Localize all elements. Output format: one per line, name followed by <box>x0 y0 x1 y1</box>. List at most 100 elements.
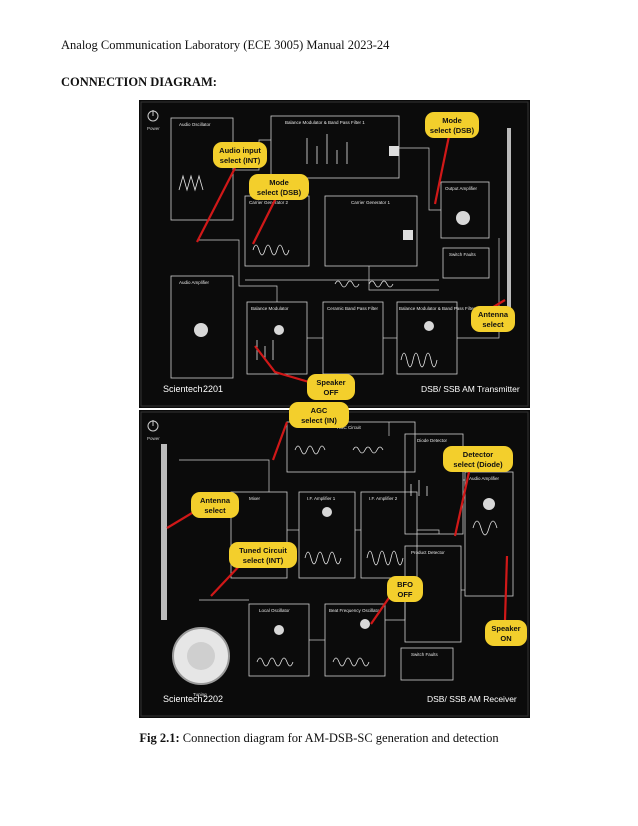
running-header: Analog Communication Laboratory (ECE 300… <box>61 38 390 52</box>
callout-antenna-tx: Antenna select <box>471 306 515 332</box>
callout-speaker-off: Speaker OFF <box>307 374 355 400</box>
svg-text:Speaker: Speaker <box>491 624 520 633</box>
rx-antenna-rod <box>161 444 167 620</box>
tx-balance-modulator-1-label: Balance Modulator & Band Pass Filter 1 <box>285 120 365 125</box>
svg-text:Antenna: Antenna <box>478 310 509 319</box>
tx-audio-waveform <box>178 174 204 192</box>
svg-text:Detector: Detector <box>463 450 494 459</box>
callout-detector: Detector select (Diode) <box>443 446 513 472</box>
figure-caption: Fig 2.1: Connection diagram for AM-DSB-S… <box>0 731 638 746</box>
rx-diode-detector-label: Diode Detector <box>417 438 448 443</box>
figure-caption-text: Connection diagram for AM-DSB-SC generat… <box>179 731 499 745</box>
rx-if-amp-2-block <box>360 491 418 579</box>
tx-balance-modulator-label: Balance Modulator <box>251 306 289 311</box>
tx-ssb-waveform <box>400 352 438 368</box>
svg-text:Speaker: Speaker <box>316 378 345 387</box>
transmitter-panel: Power Audio Oscillator Balance Modulator… <box>139 100 530 408</box>
svg-text:select: select <box>204 506 226 515</box>
figure-caption-label: Fig 2.1: <box>139 731 180 745</box>
tx-antenna-rod <box>507 128 511 318</box>
svg-text:Antenna: Antenna <box>200 496 231 505</box>
tx-carrier-generator-2-label: Carrier Generator 2 <box>249 200 289 205</box>
rx-if-amp-2-label: I.F. Amplifier 2 <box>369 496 398 501</box>
rx-if2-waveform <box>366 550 404 566</box>
rx-panel-title: DSB/ SSB AM Receiver <box>427 694 517 704</box>
tx-brand-logo: Scientech <box>163 384 203 394</box>
rx-bfo-knob[interactable] <box>360 619 370 629</box>
rx-switch-faults-block <box>400 647 454 681</box>
callout-audio-input: Audio input select (INT) <box>213 142 267 168</box>
rx-lo-knob[interactable] <box>274 625 284 635</box>
tx-mode-switch-2[interactable] <box>403 230 413 240</box>
svg-text:Mode: Mode <box>269 178 289 187</box>
tx-audio-amplifier-block <box>170 275 234 379</box>
svg-text:select: select <box>482 320 504 329</box>
rx-volume-knob[interactable] <box>483 498 495 510</box>
callout-tuned-circuit: Tuned Circuit select (INT) <box>229 542 297 568</box>
rx-agc-circuit-label: AGC Circuit <box>337 425 362 430</box>
svg-text:BFO: BFO <box>397 580 413 589</box>
section-heading: CONNECTION DIAGRAM: <box>61 75 217 89</box>
rx-agc-waveform-1 <box>294 445 326 455</box>
svg-text:select (IN): select (IN) <box>301 416 337 425</box>
callout-labels: Audio input select (INT) Mode select (DS… <box>191 112 527 646</box>
svg-text:select (DSB): select (DSB) <box>257 188 302 197</box>
rx-detector-bars <box>410 480 428 496</box>
rx-bfo-label: Beat Frequency Oscillator <box>329 608 381 613</box>
rx-agc-waveform-2 <box>352 446 384 454</box>
tx-audio-oscillator-label: Audio Oscillator <box>179 122 211 127</box>
svg-text:OFF: OFF <box>398 590 413 599</box>
tx-audio-oscillator-block <box>170 117 234 221</box>
svg-text:Tuned Circuit: Tuned Circuit <box>239 546 287 555</box>
tx-panel-title: DSB/ SSB AM Transmitter <box>421 384 520 394</box>
rx-audio-amplifier-label: Audio Amplifier <box>469 476 500 481</box>
rx-mixer-label: Mixer <box>249 496 261 501</box>
svg-text:ON: ON <box>500 634 511 643</box>
tx-balance-modulator-2-label: Balance Modulator & Band Pass Filter 2 <box>399 306 479 311</box>
tx-output-knob[interactable] <box>456 211 470 225</box>
callout-speaker-on: Speaker ON <box>485 620 527 646</box>
rx-product-detector-label: Product Detector <box>411 550 445 555</box>
tx-dsb-waveforms <box>334 280 394 288</box>
svg-text:Audio input: Audio input <box>219 146 261 155</box>
tx-carrier-generator-1-block <box>324 195 418 267</box>
svg-text:select (DSB): select (DSB) <box>430 126 475 135</box>
tx-balance2-knob[interactable] <box>424 321 434 331</box>
rx-if1-knob[interactable] <box>322 507 332 517</box>
rx-if-amp-1-block <box>298 491 356 579</box>
tx-switch-faults-label: Switch Faults <box>449 252 477 257</box>
tx-carrier2-waveform <box>252 244 290 256</box>
callout-mode-dsb-top: Mode select (DSB) <box>425 112 479 138</box>
tx-mode-switch-1[interactable] <box>389 146 399 156</box>
rx-local-oscillator-label: Local Oscillator <box>259 608 290 613</box>
rx-model-number: 2202 <box>203 694 223 704</box>
tx-model-number: 2201 <box>203 384 223 394</box>
rx-diode-detector-block <box>404 433 464 535</box>
svg-text:select (INT): select (INT) <box>243 556 284 565</box>
rx-switch-faults-label: Switch Faults <box>411 652 439 657</box>
rx-if-amp-1-label: I.F. Amplifier 1 <box>307 496 336 501</box>
tx-switch-faults-block <box>442 247 490 279</box>
svg-text:select (INT): select (INT) <box>220 156 261 165</box>
svg-text:AGC: AGC <box>311 406 328 415</box>
callout-bfo-off: BFO OFF <box>387 576 423 602</box>
tx-carrier-generator-1-label: Carrier Generator 1 <box>351 200 391 205</box>
rx-agc-circuit-block <box>286 421 416 473</box>
tx-output-amplifier-label: Output Amplifier <box>445 186 478 191</box>
rx-mixer-block <box>230 491 288 579</box>
callout-mode-dsb-mid: Mode select (DSB) <box>249 174 309 200</box>
rx-audio-waveform <box>472 520 498 536</box>
rx-brand-logo: Scientech <box>163 694 203 704</box>
tx-volume-knob[interactable] <box>194 323 208 337</box>
svg-text:OFF: OFF <box>324 388 339 397</box>
rx-tuning-label: Tuning <box>193 692 207 697</box>
svg-text:Mode: Mode <box>442 116 462 125</box>
tx-balance-knob[interactable] <box>274 325 284 335</box>
rx-lo-waveform <box>256 657 294 667</box>
tx-audio-amplifier-label: Audio Amplifier <box>179 280 210 285</box>
svg-text:select (Diode): select (Diode) <box>453 460 503 469</box>
tx-ceramic-filter-label: Ceramic Band Pass Filter <box>327 306 379 311</box>
tx-power-label: Power <box>147 126 160 131</box>
callout-agc: AGC select (IN) <box>289 402 349 428</box>
rx-bfo-waveform <box>332 657 370 667</box>
